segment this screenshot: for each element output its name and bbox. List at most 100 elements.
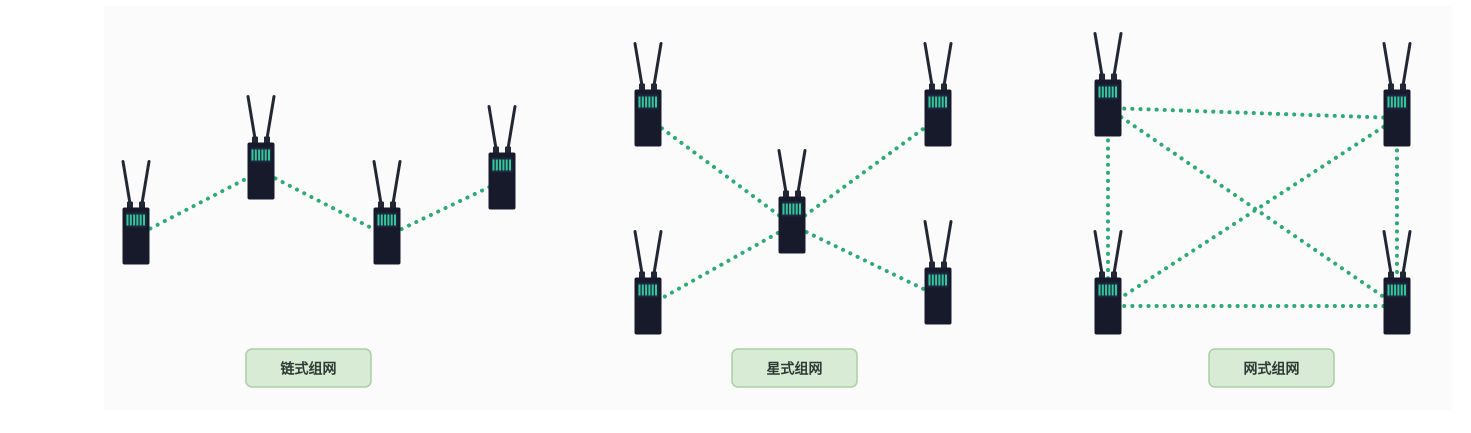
left-antenna: [246, 95, 257, 140]
antenna-connector: [639, 271, 645, 279]
star-network-label: 星式组网: [731, 348, 858, 388]
indicator-bar: [380, 214, 383, 226]
indicator-bar: [1108, 86, 1111, 98]
left-antenna: [121, 160, 132, 205]
chain-link-d2-d3: [259, 169, 389, 238]
antenna-connector: [493, 146, 499, 154]
antenna-connector: [264, 136, 270, 144]
antenna-connector: [783, 190, 789, 198]
left-antenna: [777, 149, 788, 194]
indicator-bar: [495, 159, 498, 171]
indicator-bar: [795, 203, 798, 215]
indicator-bar: [251, 149, 254, 161]
chain-network-diagram: 链式组网: [121, 95, 517, 388]
antenna-connector: [1400, 271, 1406, 279]
right-antenna: [796, 149, 807, 194]
antenna-connector: [1388, 83, 1394, 91]
indicator-bar: [1111, 284, 1114, 296]
indicator-bar: [1397, 284, 1400, 296]
indicator-bar: [928, 274, 931, 286]
chain-label-text: 链式组网: [281, 361, 337, 378]
indicator-bar: [789, 203, 792, 215]
antenna-connector: [1111, 271, 1117, 279]
mesh-label-box: [1208, 348, 1335, 388]
left-antenna: [1382, 230, 1393, 275]
antenna-connector: [505, 146, 511, 154]
right-antenna: [1401, 42, 1412, 87]
indicator-bar: [1108, 284, 1111, 296]
indicator-bar: [377, 214, 380, 226]
chain-link-d3-d4: [385, 179, 504, 238]
star-device-bl: [633, 230, 663, 335]
indicator-bar: [1404, 284, 1406, 296]
antenna-connector: [651, 83, 657, 91]
indicator-bar: [1387, 96, 1390, 108]
star-label-box: [731, 348, 858, 388]
left-antenna: [923, 42, 934, 87]
indicator-bar: [782, 203, 785, 215]
mesh-device-br: [1382, 230, 1412, 335]
indicator-bar: [1098, 86, 1101, 98]
indicator-bar: [941, 96, 944, 108]
indicator-bar: [1404, 96, 1406, 108]
mesh-link-tl-tr: [1106, 106, 1399, 120]
right-antenna: [1112, 32, 1123, 77]
indicator-bar: [638, 284, 641, 296]
indicator-bar: [143, 214, 145, 226]
left-antenna: [633, 230, 644, 275]
indicator-bar: [1387, 284, 1390, 296]
indicator-bar: [928, 96, 931, 108]
indicator-bar: [129, 214, 132, 226]
left-antenna: [1382, 42, 1393, 87]
indicator-bar: [938, 274, 941, 286]
indicator-bar: [1394, 96, 1397, 108]
mesh-label-text: 网式组网: [1244, 361, 1300, 378]
star-links: [646, 116, 940, 308]
antenna-connector: [639, 83, 645, 91]
indicator-bar: [931, 274, 934, 286]
indicator-bar: [1390, 96, 1393, 108]
indicator-bar: [648, 96, 651, 108]
mesh-network-label: 网式组网: [1208, 348, 1335, 388]
indicator-bar: [492, 159, 495, 171]
indicator-bar: [1111, 86, 1114, 98]
indicator-bar: [935, 96, 938, 108]
indicator-bar: [499, 159, 502, 171]
indicator-bar: [139, 214, 142, 226]
indicator-bar: [505, 159, 508, 171]
indicator-bar: [502, 159, 505, 171]
antenna-connector: [941, 83, 947, 91]
indicator-bar: [935, 274, 938, 286]
right-antenna: [265, 95, 276, 140]
indicator-bar: [641, 96, 644, 108]
indicator-bar: [1397, 96, 1400, 108]
indicator-bar: [509, 159, 511, 171]
right-antenna: [391, 160, 402, 205]
star-label-text: 星式组网: [767, 361, 823, 378]
chain-device-d4: [487, 105, 517, 210]
indicator-bar: [655, 284, 657, 296]
star-network-diagram: 星式组网: [633, 42, 953, 388]
indicator-bar: [651, 96, 654, 108]
indicator-bar: [1101, 284, 1104, 296]
antenna-connector: [390, 201, 396, 209]
indicator-bar: [638, 96, 641, 108]
indicator-bar: [261, 149, 264, 161]
left-antenna: [633, 42, 644, 87]
indicator-bar: [945, 274, 947, 286]
indicator-bar: [641, 284, 644, 296]
antenna-connector: [1400, 83, 1406, 91]
antenna-connector: [1099, 271, 1105, 279]
antenna-connector: [1111, 73, 1117, 81]
left-antenna: [1093, 32, 1104, 77]
antenna-connector: [651, 271, 657, 279]
chain-device-d1: [121, 160, 151, 265]
right-antenna: [140, 160, 151, 205]
star-link-center-br: [790, 223, 940, 298]
chain-links: [134, 169, 504, 238]
indicator-bar: [1115, 86, 1117, 98]
chain-label-box: [245, 348, 372, 388]
chain-device-d2: [246, 95, 276, 200]
chain-devices: [121, 95, 517, 265]
right-antenna: [1112, 230, 1123, 275]
